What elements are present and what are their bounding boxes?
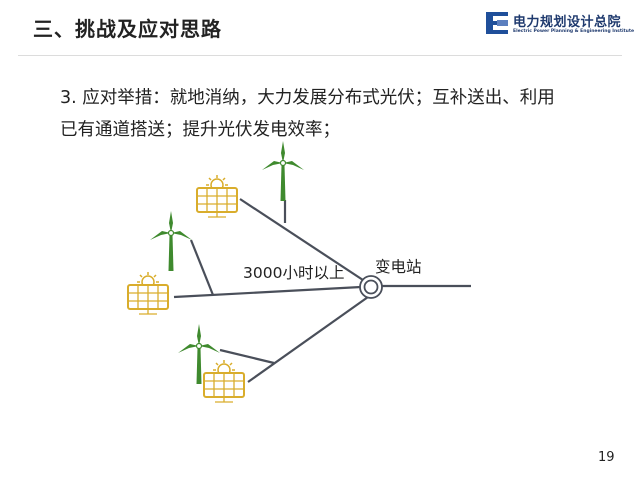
- slide-title: 三、挑战及应对思路: [33, 17, 222, 41]
- solar-panel-icon: [127, 271, 169, 315]
- page-number: 19: [598, 450, 615, 465]
- logo-name-en: Electric Power Planning & Engineering In…: [513, 29, 635, 34]
- body-line-2: 已有通道搭送；提升光伏发电效率；: [60, 120, 340, 140]
- logo-mark-icon: [486, 12, 508, 34]
- connection-line-wind-3: [219, 348, 275, 365]
- logo-name-cn: 电力规划设计总院: [513, 15, 622, 30]
- body-line-1: 3. 应对举措：就地消纳，大力发展分布式光伏；互补送出、利用: [60, 88, 555, 108]
- substation-label: 变电站: [375, 258, 422, 276]
- solar-panel-icon: [203, 359, 245, 403]
- hours-label: 3000小时以上: [243, 264, 344, 282]
- solar-panel-icon: [196, 174, 238, 218]
- header-divider: [18, 55, 622, 56]
- wind-turbine-icon: [149, 210, 193, 272]
- wind-turbine-icon: [261, 140, 305, 202]
- substation-icon: [359, 275, 383, 299]
- institute-logo: 电力规划设计总院 Electric Power Planning & Engin…: [486, 11, 636, 37]
- connection-line-solar-2: [173, 285, 362, 299]
- connection-line-solar-1: [239, 198, 367, 283]
- body-text: 3. 应对举措：就地消纳，大力发展分布式光伏；互补送出、利用 已有通道搭送；提升…: [60, 82, 620, 146]
- connection-line-wind-2: [189, 239, 215, 296]
- connection-line-solar-3: [247, 296, 369, 383]
